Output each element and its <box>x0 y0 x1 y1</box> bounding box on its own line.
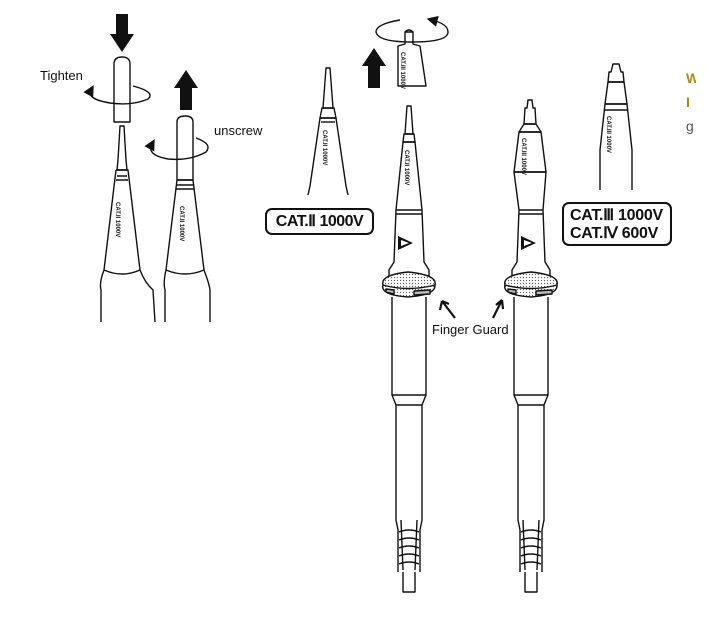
rotate-arrow-icon <box>375 15 449 43</box>
pointer-arrow-icon <box>492 299 505 319</box>
probe-shaft <box>176 115 194 181</box>
cap-print: CAT.III 1000V <box>399 52 405 89</box>
probe-print: CAT.III 1000V <box>605 116 611 153</box>
rotate-arrow-icon <box>83 85 151 105</box>
long-probe-left: CAT.III 1000V CAT.II 1000V <box>362 15 449 593</box>
long-probe-right: CAT.III 1000V <box>504 99 558 593</box>
cropped-text-w: W <box>686 70 696 86</box>
unscrew-probe: CAT.II 1000V <box>144 70 211 322</box>
probe-print: CAT.II 1000V <box>403 150 409 185</box>
tighten-probe: CAT.II 1000V <box>83 14 156 323</box>
tighten-label: Tighten <box>40 68 83 83</box>
cat2-probe-detail: CAT.II 1000V <box>307 67 349 196</box>
up-arrow-icon <box>174 70 198 110</box>
removable-cap <box>397 31 427 87</box>
probe-print: CAT.II 1000V <box>321 130 327 165</box>
unscrew-label: unscrew <box>214 123 263 138</box>
probe-body <box>99 169 156 323</box>
probe-print: CAT.III 1000V <box>520 138 526 175</box>
cat-iii-iv-rating-badge: CAT.Ⅲ 1000V CAT.Ⅳ 600V <box>562 202 672 246</box>
cat34-probe-detail: CAT.III 1000V <box>599 63 633 190</box>
probe-print: CAT.II 1000V <box>114 202 120 237</box>
rotate-arrow-icon <box>144 137 209 161</box>
cat-iv-rating: CAT.Ⅳ 600V <box>570 225 658 242</box>
finger-guard-label: Finger Guard <box>432 322 509 337</box>
cat-ii-rating-badge: CAT.Ⅱ 1000V <box>265 208 374 235</box>
probe-print: CAT.II 1000V <box>178 206 184 241</box>
cropped-text-i: I <box>686 94 690 110</box>
pointer-arrow-icon <box>438 299 456 319</box>
up-arrow-icon <box>362 48 386 88</box>
tip-cap <box>113 56 131 123</box>
cat-iii-rating: CAT.Ⅲ 1000V <box>570 207 663 224</box>
cropped-text-g: g <box>686 118 694 134</box>
down-arrow-icon <box>110 14 134 52</box>
probe-tip <box>116 125 128 171</box>
